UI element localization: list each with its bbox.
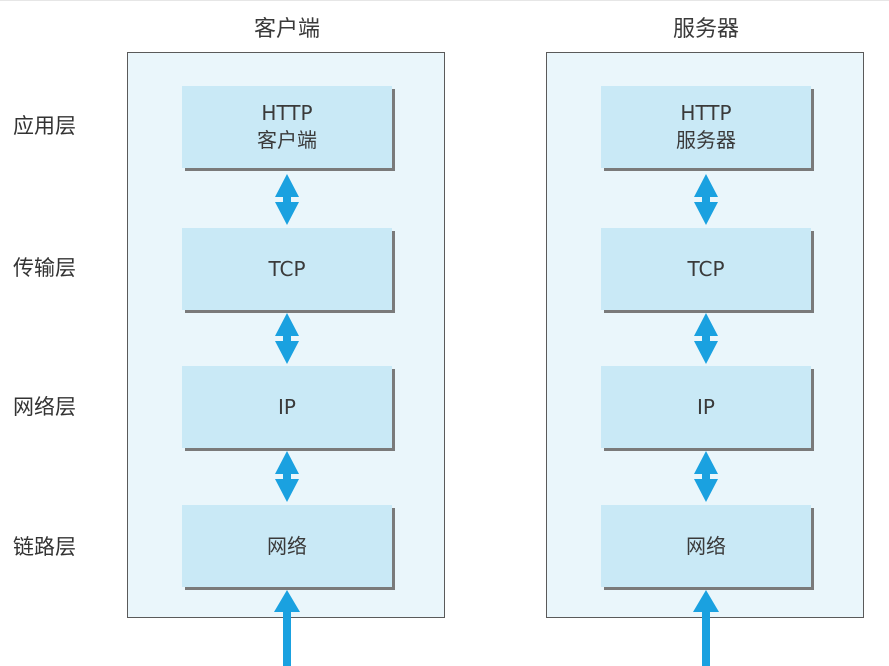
client-network-layer-box: IP <box>182 366 392 448</box>
server-application-role: 服务器 <box>676 128 736 152</box>
server-link-label: 网络 <box>686 533 726 558</box>
layer-label-network: 网络层 <box>13 395 76 419</box>
server-link-layer-box: 网络 <box>601 505 811 587</box>
layer-label-link: 链路层 <box>13 535 76 559</box>
layer-label-transport: 传输层 <box>13 256 76 280</box>
server-application-layer-box: HTTP 服务器 <box>601 86 811 168</box>
client-network-label: IP <box>278 394 296 419</box>
client-transport-layer-box: TCP <box>182 228 392 310</box>
client-application-protocol: HTTP <box>261 101 313 125</box>
server-transport-layer-box: TCP <box>601 228 811 310</box>
client-application-layer-box: HTTP 客户端 <box>182 86 392 168</box>
client-column-title: 客户端 <box>253 17 320 42</box>
client-link-layer-box: 网络 <box>182 505 392 587</box>
server-transport-label: TCP <box>687 256 725 281</box>
server-network-label: IP <box>697 394 715 419</box>
layer-label-application: 应用层 <box>13 114 76 138</box>
server-network-layer-box: IP <box>601 366 811 448</box>
server-column-title: 服务器 <box>672 17 739 42</box>
server-application-protocol: HTTP <box>680 101 732 125</box>
client-link-label: 网络 <box>267 533 307 558</box>
client-application-role: 客户端 <box>257 128 317 152</box>
client-transport-label: TCP <box>268 256 306 281</box>
top-divider <box>0 0 889 1</box>
